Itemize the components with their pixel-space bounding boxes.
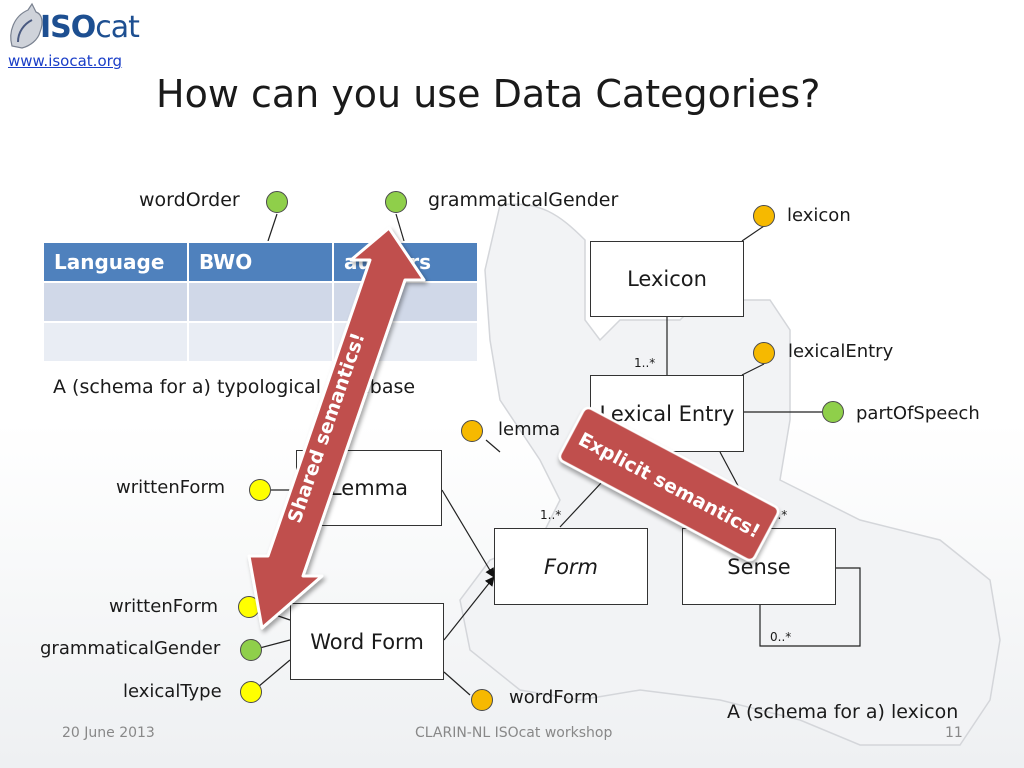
lemma-category-icon[interactable] <box>461 420 483 442</box>
table-header-bwo: BWO <box>187 241 334 283</box>
table-header-language: Language <box>42 241 189 283</box>
lexicon-category-label: lexicon <box>787 205 851 226</box>
written-form-lemma-label: writtenForm <box>116 477 226 498</box>
part-of-speech-category-label: partOfSpeech <box>856 403 980 424</box>
table-cell <box>42 321 189 363</box>
multiplicity-entry-form: 1..* <box>540 508 562 522</box>
table-cell <box>187 281 334 323</box>
multiplicity-lexicon-entry: 1..* <box>634 356 656 370</box>
grammatical-gender-wordform-label: grammaticalGender <box>40 638 221 659</box>
isocat-logo-text: ISOcat <box>40 10 140 45</box>
isocat-cat-logo-icon <box>10 2 43 49</box>
word-form-category-label: wordForm <box>509 687 599 708</box>
lexical-entry-category-label: lexicalEntry <box>788 341 894 362</box>
word-form-category-icon[interactable] <box>471 689 493 711</box>
footer-page-number: 11 <box>945 725 963 741</box>
word-form-box: Word Form <box>290 603 444 680</box>
grammatical-gender-wordform-category-icon[interactable] <box>240 639 262 661</box>
word-order-label: wordOrder <box>139 189 240 211</box>
grammatical-gender-label: grammaticalGender <box>428 189 619 211</box>
table-cell <box>187 321 334 363</box>
lexicon-caption: A (schema for a) lexicon <box>727 701 959 723</box>
lexical-type-label: lexicalType <box>123 681 222 702</box>
word-order-category-icon[interactable] <box>266 191 288 213</box>
isocat-url-link[interactable]: www.isocat.org <box>8 52 123 70</box>
shared-semantics-arrow <box>247 226 426 630</box>
lexicon-category-icon[interactable] <box>753 205 775 227</box>
lemma-category-label: lemma <box>498 419 561 440</box>
explicit-semantics-box <box>558 406 780 562</box>
written-form-lemma-category-icon[interactable] <box>249 479 271 501</box>
footer-date: 20 June 2013 <box>62 725 155 741</box>
written-form-wordform-label: writtenForm <box>109 596 219 617</box>
part-of-speech-category-icon[interactable] <box>822 401 844 423</box>
multiplicity-sense-self: 0..* <box>770 630 792 644</box>
form-box: Form <box>494 528 648 605</box>
lexical-type-category-icon[interactable] <box>240 681 262 703</box>
lexical-entry-category-icon[interactable] <box>753 342 775 364</box>
table-cell <box>42 281 189 323</box>
footer-event: CLARIN-NL ISOcat workshop <box>415 725 613 741</box>
lexicon-box: Lexicon <box>590 241 744 317</box>
grammatical-gender-category-icon[interactable] <box>385 191 407 213</box>
slide-title: How can you use Data Categories? <box>156 72 821 116</box>
